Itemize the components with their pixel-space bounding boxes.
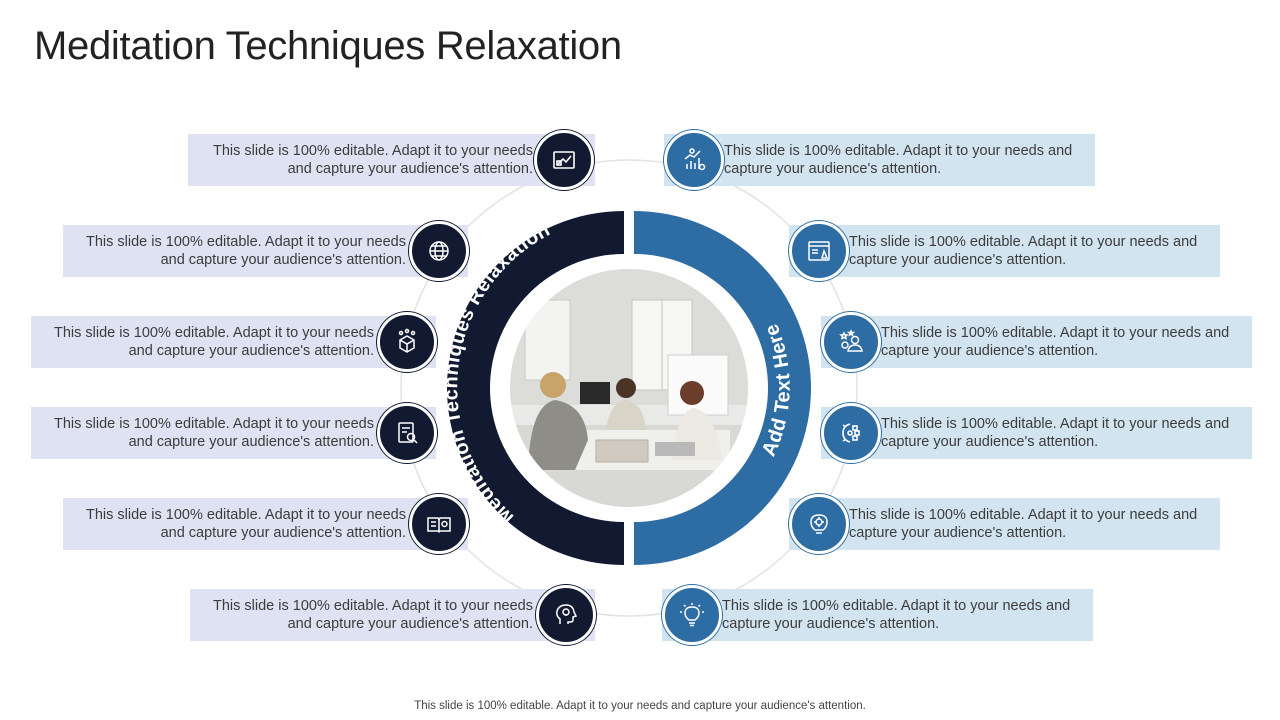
- right-text-box-5: This slide is 100% editable. Adapt it to…: [789, 498, 1220, 550]
- chart-board-icon: [534, 130, 594, 190]
- right-text-box-2: This slide is 100% editable. Adapt it to…: [789, 225, 1220, 277]
- right-text-6: This slide is 100% editable. Adapt it to…: [722, 598, 1071, 632]
- left-text-box-4: This slide is 100% editable. Adapt it to…: [31, 407, 436, 459]
- team-meeting-photo: [510, 269, 748, 507]
- open-book-icon: [409, 494, 469, 554]
- left-text-5: This slide is 100% editable. Adapt it to…: [86, 507, 406, 541]
- right-text-box-1: This slide is 100% editable. Adapt it to…: [664, 134, 1095, 186]
- left-text-box-1: This slide is 100% editable. Adapt it to…: [188, 134, 595, 186]
- guide-circle: [400, 159, 858, 617]
- right-half-ring: [634, 211, 811, 565]
- right-text-2: This slide is 100% editable. Adapt it to…: [849, 234, 1198, 268]
- right-text-4: This slide is 100% editable. Adapt it to…: [881, 416, 1230, 450]
- right-text-3: This slide is 100% editable. Adapt it to…: [881, 325, 1230, 359]
- web-page-icon: [789, 221, 849, 281]
- left-text-6: This slide is 100% editable. Adapt it to…: [213, 598, 533, 632]
- right-text-box-6: This slide is 100% editable. Adapt it to…: [662, 589, 1093, 641]
- left-text-3: This slide is 100% editable. Adapt it to…: [54, 325, 374, 359]
- page-title: Meditation Techniques Relaxation: [34, 24, 622, 68]
- box-network-icon: [377, 312, 437, 372]
- left-half-ring: [447, 211, 624, 565]
- right-text-1: This slide is 100% editable. Adapt it to…: [724, 143, 1073, 177]
- left-text-box-5: This slide is 100% editable. Adapt it to…: [63, 498, 468, 550]
- left-text-1: This slide is 100% editable. Adapt it to…: [213, 143, 533, 177]
- bulb-idea-icon: [662, 585, 722, 645]
- right-text-box-3: This slide is 100% editable. Adapt it to…: [821, 316, 1252, 368]
- gear-settings-icon: [821, 403, 881, 463]
- footer-note: This slide is 100% editable. Adapt it to…: [414, 700, 866, 712]
- right-text-5: This slide is 100% editable. Adapt it to…: [849, 507, 1198, 541]
- growth-chart-icon: [664, 130, 724, 190]
- bulb-gear-icon: [789, 494, 849, 554]
- left-text-box-2: This slide is 100% editable. Adapt it to…: [63, 225, 468, 277]
- globe-icon: [409, 221, 469, 281]
- user-rating-icon: [821, 312, 881, 372]
- report-search-icon: [377, 403, 437, 463]
- left-text-box-3: This slide is 100% editable. Adapt it to…: [31, 316, 436, 368]
- head-idea-icon: [536, 585, 596, 645]
- left-text-4: This slide is 100% editable. Adapt it to…: [54, 416, 374, 450]
- right-text-box-4: This slide is 100% editable. Adapt it to…: [821, 407, 1252, 459]
- left-text-box-6: This slide is 100% editable. Adapt it to…: [190, 589, 595, 641]
- left-text-2: This slide is 100% editable. Adapt it to…: [86, 234, 406, 268]
